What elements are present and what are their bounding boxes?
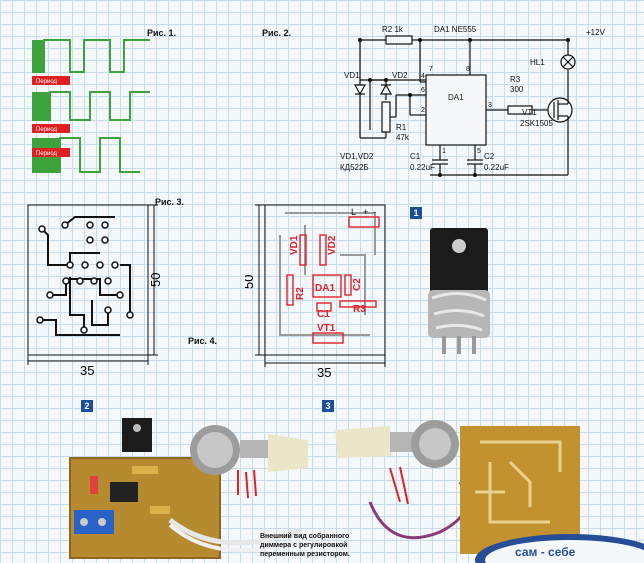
period-label-3: Период	[36, 151, 58, 157]
period-marker-3	[32, 148, 70, 157]
r3-label: R3	[510, 75, 521, 84]
ic-body-label: DA1	[448, 93, 464, 102]
period-label-1: Период	[36, 79, 58, 85]
r2-label: R2 1k	[382, 25, 404, 34]
vd2-label: VD2	[392, 71, 408, 80]
transistor-label: VT1	[522, 108, 537, 117]
period-marker-2	[32, 124, 70, 133]
fig1-label: Рис. 1.	[147, 28, 177, 38]
pin-1: 1	[442, 148, 446, 155]
r1-label: R1	[396, 123, 407, 132]
c1-label: C1	[410, 152, 421, 161]
pcb-vd1: VD1	[289, 235, 300, 255]
pin-5: 5	[477, 148, 481, 155]
pcb-c2: C2	[352, 278, 363, 291]
waveform-panel-1	[32, 39, 150, 73]
r3-value: 300	[510, 85, 524, 94]
pcb-vt1: VT1	[317, 323, 336, 334]
diodes-label: VD1,VD2	[340, 152, 374, 161]
lamp-label: HL1	[530, 58, 545, 67]
pin-3: 3	[488, 102, 492, 109]
diode-model: КД522Б	[340, 163, 369, 172]
pcb-width-left: 35	[80, 363, 94, 378]
schematic: +12V R2 1k DA1 NE555 DA1 R3 300 HL1 VT1 …	[340, 25, 606, 177]
pcb-da1: DA1	[315, 283, 335, 294]
pcb-c1: C1	[317, 309, 330, 320]
pin-6: 6	[421, 87, 425, 94]
stamp-text: сам - себе	[515, 545, 576, 559]
pin-8: 8	[466, 66, 470, 73]
transistor-model: 2SK1505	[520, 119, 553, 128]
fig4-label: Рис. 4.	[188, 336, 218, 346]
fig3-label: Рис. 3.	[155, 197, 185, 207]
pcb-r3: R3	[353, 304, 366, 315]
dimmer-photo-assembled	[69, 418, 308, 559]
c1-value: 0.22uF	[410, 163, 435, 172]
pcb-height-left: 50	[148, 273, 163, 287]
period-marker-1	[32, 76, 70, 85]
pcb-vd2: VD2	[327, 235, 338, 255]
photo-caption: Внешний вид собранного диммера с регулир…	[260, 533, 350, 558]
c2-label: C2	[484, 152, 495, 161]
pcb-width-right: 35	[317, 365, 331, 380]
supply-label: +12V	[586, 28, 606, 37]
photo-badge-2: 2	[81, 400, 93, 412]
c2-value: 0.22uF	[484, 163, 509, 172]
pcb-terminal-l: L	[351, 207, 356, 217]
dimmer-photo-board: сам - себе	[335, 420, 644, 563]
pcb-terminal-minus: -	[373, 207, 376, 217]
waveform-panel-2	[32, 91, 150, 121]
ic-label: DA1 NE555	[434, 25, 477, 34]
pin-7: 7	[429, 66, 433, 73]
photo-badge-3: 3	[322, 400, 334, 412]
vd1-label: VD1	[344, 71, 360, 80]
pin-4: 4	[421, 73, 425, 80]
r1-value: 47k	[396, 133, 410, 142]
photo-badge-1: 1	[410, 207, 422, 219]
fig2-label: Рис. 2.	[262, 28, 292, 38]
pcb-r2: R2	[295, 287, 306, 300]
pcb-traces: 50 35	[27, 204, 163, 378]
pcb-terminal-plus: +	[363, 207, 368, 217]
pin-2: 2	[421, 107, 425, 114]
pcb-layout: VD1 VD2 R2 DA1 C2 C1 R3 VT1 L + - 50 35	[245, 204, 386, 380]
pcb-height-right: 50	[245, 275, 256, 289]
period-label-2: Период	[36, 127, 58, 133]
waveform-figure: Период Период Период	[32, 39, 150, 173]
transistor-photo	[428, 228, 490, 354]
